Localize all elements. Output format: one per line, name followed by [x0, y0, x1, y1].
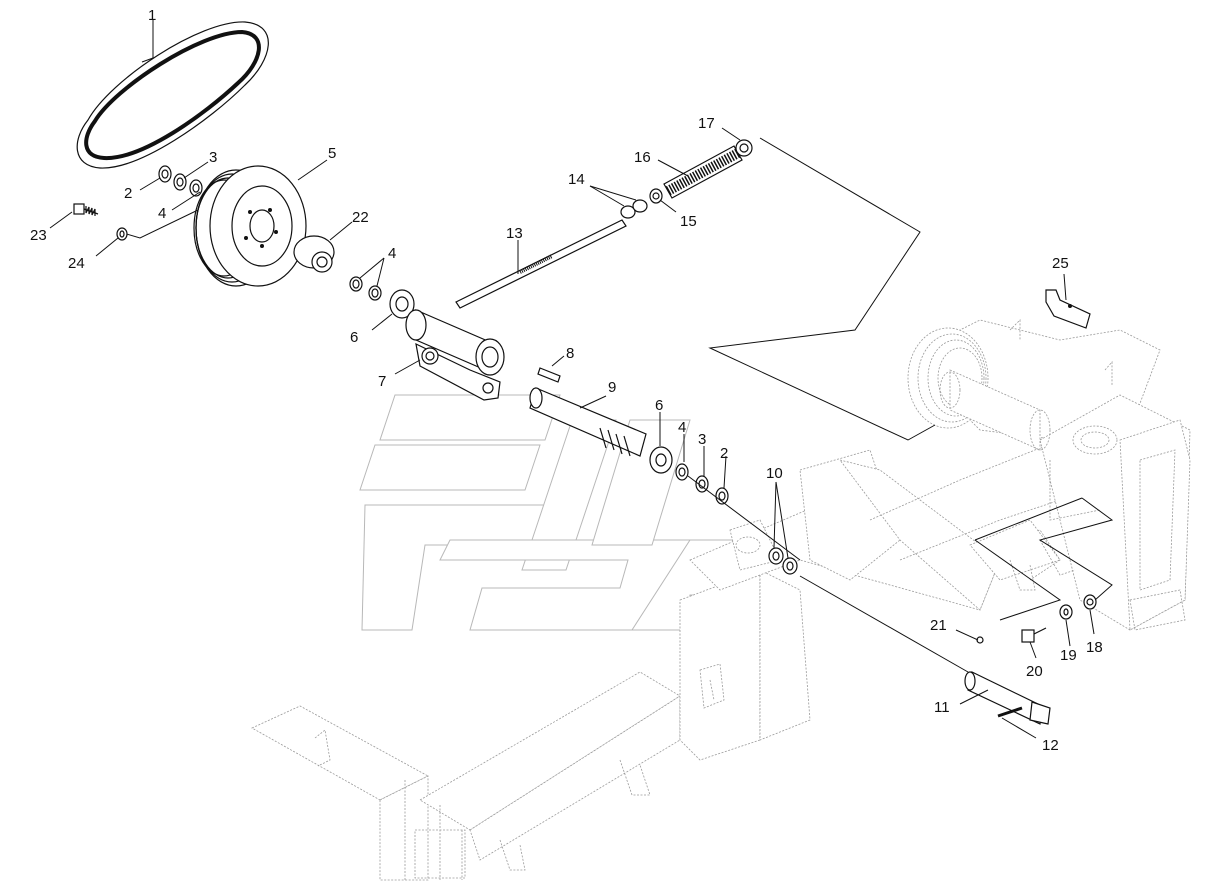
callout-c15: 15	[680, 213, 697, 230]
callout-c23: 23	[30, 227, 47, 244]
callout-c19: 19	[1060, 647, 1077, 664]
pulley	[193, 165, 307, 287]
callout-labels: 1234522232446789131415161764321025212019…	[30, 7, 1103, 754]
threaded-rod	[455, 219, 627, 309]
leader-lines	[49, 20, 1095, 739]
assembly-outline-lines	[119, 137, 1114, 621]
callout-c4a: 4	[158, 205, 166, 222]
bearing-lower	[649, 446, 673, 474]
callout-c1: 1	[148, 7, 156, 24]
bolt-washers-right	[976, 594, 1097, 644]
callout-c10: 10	[766, 465, 783, 482]
callout-c25: 25	[1052, 255, 1069, 272]
washers-10	[768, 547, 798, 575]
callout-c3a: 3	[209, 149, 217, 166]
callout-c8: 8	[566, 345, 574, 362]
callout-c21: 21	[930, 617, 947, 634]
callout-c5: 5	[328, 145, 336, 162]
callout-c4c: 4	[678, 419, 686, 436]
bolt-and-washer	[73, 203, 128, 241]
key	[537, 367, 561, 383]
callout-c7: 7	[378, 373, 386, 390]
callout-c14: 14	[568, 171, 585, 188]
callout-c9: 9	[608, 379, 616, 396]
callout-c17: 17	[698, 115, 715, 132]
shaft	[529, 387, 647, 457]
bearing-upper	[389, 289, 415, 319]
bushing	[735, 139, 753, 157]
pin	[964, 671, 1051, 725]
bracket-plate	[1045, 289, 1091, 329]
washers-upper-left	[158, 165, 203, 197]
callout-c4b: 4	[388, 245, 396, 262]
nuts-washer	[620, 188, 663, 219]
arm-housing	[405, 309, 505, 401]
callout-c16: 16	[634, 149, 651, 166]
callout-c2b: 2	[720, 445, 728, 462]
washers-hub	[349, 276, 382, 301]
callout-c24: 24	[68, 255, 85, 272]
callout-c11: 11	[934, 699, 950, 716]
callout-c18: 18	[1086, 639, 1103, 656]
callout-c12: 12	[1042, 737, 1059, 754]
machine-frame	[251, 319, 1191, 881]
hub	[293, 235, 335, 273]
callout-c22: 22	[352, 209, 369, 226]
callout-c20: 20	[1026, 663, 1043, 680]
callout-c6b: 6	[655, 397, 663, 414]
callout-c6a: 6	[350, 329, 358, 346]
v-belt	[76, 21, 269, 169]
spring	[663, 145, 743, 199]
washers-lower	[675, 463, 729, 505]
callout-c13: 13	[506, 225, 523, 242]
callout-c2a: 2	[124, 185, 132, 202]
callout-c3b: 3	[698, 431, 706, 448]
